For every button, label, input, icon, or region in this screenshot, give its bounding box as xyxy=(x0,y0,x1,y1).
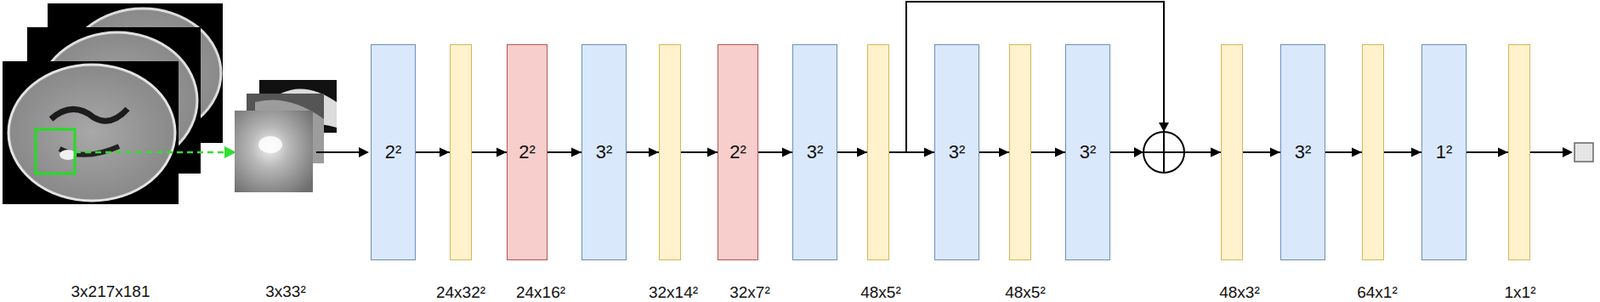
conv-layer: 3² xyxy=(581,44,627,261)
flow-arrow xyxy=(1384,151,1422,154)
feature-map: 48x3² xyxy=(1220,44,1243,261)
output-arrow xyxy=(1530,151,1565,154)
tensor-shape: 48x5² xyxy=(860,283,902,301)
dashed-arrow xyxy=(74,151,227,154)
flow-arrow xyxy=(1466,151,1509,154)
flow-arrow xyxy=(758,151,793,154)
kernel-size: 2² xyxy=(729,141,747,163)
conv-layer: 2² xyxy=(370,44,416,261)
arrow-head xyxy=(1134,147,1144,158)
kernel-size: 1² xyxy=(1435,141,1453,163)
kernel-size: 3² xyxy=(1079,141,1097,163)
feature-map: 48x5² xyxy=(867,44,890,261)
kernel-size: 3² xyxy=(948,141,966,163)
pool-layer: 2²32x7² xyxy=(717,44,759,261)
conv-layer: 3² xyxy=(934,44,980,261)
tensor-shape: 64x1² xyxy=(1356,283,1398,301)
flow-arrow xyxy=(680,151,718,154)
flow-arrow xyxy=(415,151,450,154)
tensor-shape: 3x33² xyxy=(265,283,307,300)
feature-map: 32x14² xyxy=(658,44,681,261)
tensor-shape: 32x14² xyxy=(648,283,698,301)
tensor-shape: 32x7² xyxy=(729,283,771,301)
flow-arrow xyxy=(837,151,868,154)
kernel-size: 2² xyxy=(518,141,536,163)
flow-arrow xyxy=(979,151,1010,154)
input-arrow xyxy=(316,151,361,154)
output-unit xyxy=(1574,142,1594,162)
conv-layer: 1² xyxy=(1421,44,1467,261)
flow-arrow xyxy=(1325,151,1362,154)
kernel-size: 3² xyxy=(1294,141,1312,163)
patch-selector xyxy=(35,129,75,174)
conv-layer: 3² xyxy=(1280,44,1326,261)
tensor-shape: 48x3² xyxy=(1219,283,1260,301)
kernel-size: 3² xyxy=(595,141,613,163)
kernel-size: 3² xyxy=(806,141,824,163)
feature-map: 1x1² xyxy=(1508,44,1531,261)
pool-layer: 2²24x16² xyxy=(506,44,548,261)
tensor-shape: 1x1² xyxy=(1504,283,1537,301)
conv-layer: 3² xyxy=(1065,44,1111,261)
image-patch xyxy=(234,110,313,193)
tensor-shape: 3x217x181 xyxy=(71,283,151,300)
arrow-head xyxy=(1158,122,1169,132)
flow-arrow xyxy=(1242,151,1281,154)
mri-slice xyxy=(2,61,179,205)
flow-arrow xyxy=(547,151,582,154)
kernel-size: 2² xyxy=(385,141,403,163)
sum-symbol xyxy=(1143,131,1185,173)
flow-arrow xyxy=(471,151,507,154)
flow-arrow xyxy=(1031,151,1066,154)
tensor-shape: 24x32² xyxy=(436,283,486,301)
flow-arrow xyxy=(626,151,659,154)
tensor-shape: 48x5² xyxy=(1004,283,1046,301)
tensor-shape: 24x16² xyxy=(516,283,566,301)
feature-map: 48x5² xyxy=(1009,44,1032,261)
feature-map: 24x32² xyxy=(449,44,472,261)
feature-map: 64x1² xyxy=(1361,44,1385,261)
conv-layer: 3² xyxy=(792,44,838,261)
